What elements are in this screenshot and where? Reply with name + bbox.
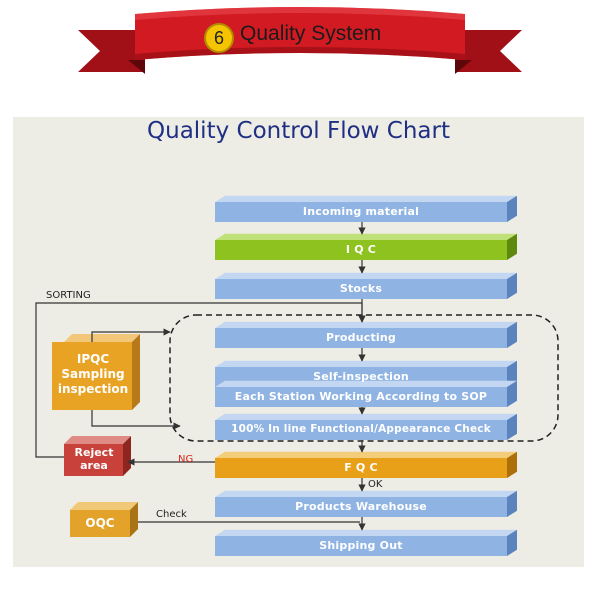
step-label-iqc: I Q C	[345, 243, 377, 256]
section-number-badge: 6	[204, 23, 234, 53]
ipqc-box	[52, 334, 140, 410]
oqc-label: OQC	[85, 516, 115, 530]
step-label-incoming: Incoming material	[302, 205, 420, 218]
step-box-warehouse	[215, 490, 517, 517]
step-box-incoming	[215, 195, 517, 222]
step-label-stocks: Stocks	[339, 282, 383, 295]
check-annotation: Check	[156, 509, 187, 520]
ok-annotation: OK	[368, 479, 383, 490]
sorting-annotation: SORTING	[46, 290, 91, 301]
step-box-stocks	[215, 272, 517, 299]
step-box-fqc	[215, 451, 517, 478]
oqc-box	[70, 502, 138, 537]
reject-area-label: Reject area	[74, 446, 114, 472]
chart-title: Quality Control Flow Chart	[147, 118, 450, 144]
ng-annotation: NG	[178, 454, 194, 465]
production-loop-dashed-outline	[169, 314, 559, 442]
sorting-arrow	[35, 302, 366, 458]
step-box-inline-check	[215, 413, 517, 440]
step-box-each-station	[215, 380, 517, 407]
step-label-producting: Producting	[325, 331, 396, 344]
step-label-shipping: Shipping Out	[319, 539, 403, 552]
step-label-self-inspection: Self-inspection	[313, 370, 409, 383]
step-label-inline-check: 100% In line Functional/Appearance Check	[231, 423, 491, 435]
step-label-warehouse: Products Warehouse	[295, 500, 427, 513]
reject-area-box	[64, 436, 131, 476]
step-label-each-station: Each Station Working According to SOP	[234, 390, 488, 403]
step-box-iqc	[215, 233, 517, 260]
ipqc-label: IPQC Sampling inspection	[57, 352, 129, 396]
ipqc-to-inline-check-arrow	[91, 410, 181, 430]
ipqc-to-producting-arrow	[91, 328, 171, 342]
step-label-fqc: F Q C	[344, 461, 378, 474]
section-title: Quality System	[240, 22, 382, 45]
step-box-shipping	[215, 529, 517, 556]
step-box-producting	[215, 321, 517, 348]
